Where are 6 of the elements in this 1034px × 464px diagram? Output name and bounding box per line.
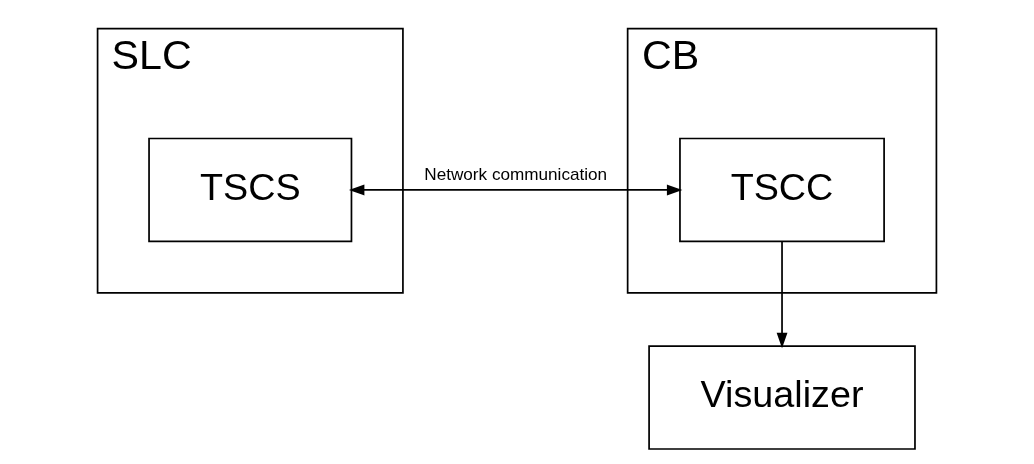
arrow [776,240,788,349]
node-box: Visualizer [648,345,916,450]
edge-label: Network communication [424,163,608,184]
node-box: TSCC [679,137,885,243]
arrow [348,184,683,196]
node-box: TSCS [148,137,353,243]
